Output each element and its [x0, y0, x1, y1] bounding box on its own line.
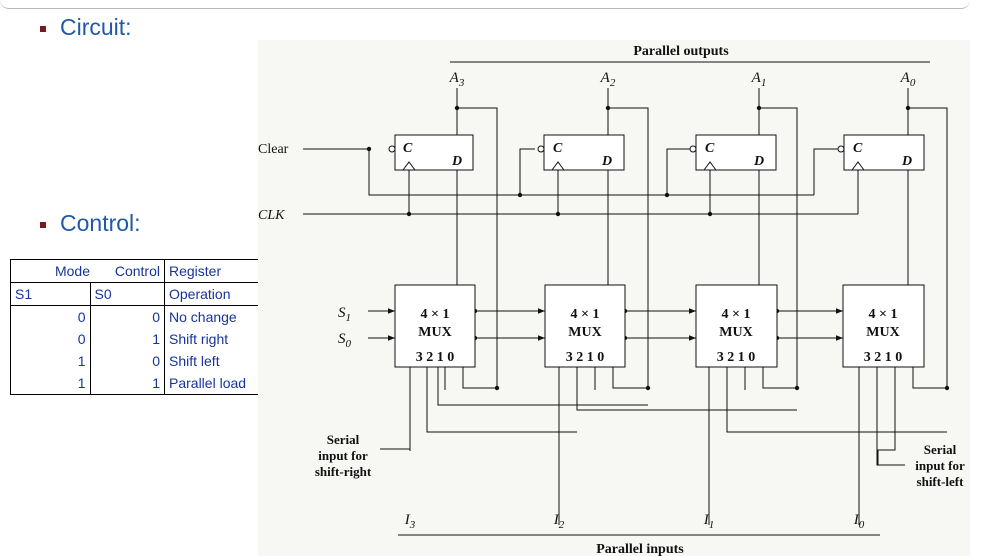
output-a3-label: A3 [449, 70, 465, 89]
serial-right-label: Serial input for shift-right [315, 432, 372, 479]
ff-c-label: C [705, 141, 715, 156]
serial-left-label: Serial input for shift-left [915, 442, 965, 489]
mux-pins-label: 3 2 1 0 [864, 350, 903, 365]
mux-pins-label: 3 2 1 0 [416, 350, 455, 365]
output-a2-label: A2 [600, 70, 616, 89]
serial-right-line2: input for [318, 448, 368, 463]
mux-label: MUX [719, 325, 752, 340]
row-operation: No change [164, 305, 289, 328]
clear-label: Clear [258, 142, 289, 157]
mux-pins-label: 3 2 1 0 [717, 350, 756, 365]
s1-label: S1 [338, 305, 351, 324]
table-row: 1 0 Shift left [10, 350, 289, 372]
signal-arrows [368, 308, 843, 341]
ff-c-label: C [403, 141, 413, 156]
mux-pins-label: 3 2 1 0 [566, 350, 605, 365]
row-operation: Shift left [164, 350, 289, 372]
input-i0-label: I0 [853, 512, 865, 531]
ff-c-label: C [553, 141, 563, 156]
row-s1: 1 [10, 350, 91, 372]
control-table: Mode Control Register S1 S0 Operation 0 … [10, 259, 289, 395]
s0-label: S0 [338, 331, 352, 350]
bullet-icon [40, 222, 46, 228]
serial-right-line1: Serial [327, 432, 360, 447]
parallel-outputs-label: Parallel outputs [633, 44, 729, 59]
ff-d-label: D [451, 154, 462, 169]
mux-size-label: 4 × 1 [421, 307, 450, 322]
clk-label: CLK [258, 208, 285, 223]
parallel-inputs-label: Parallel inputs [596, 542, 684, 556]
header-s1: S1 [10, 282, 91, 306]
input-i2-label: I2 [553, 512, 565, 531]
serial-left-line1: Serial [924, 442, 957, 457]
ff-d-label: D [601, 154, 612, 169]
mux-size-label: 4 × 1 [571, 307, 600, 322]
serial-left-line3: shift-left [917, 474, 965, 489]
output-a0-label: A0 [900, 70, 916, 89]
header-register: Register [164, 259, 289, 283]
junction-dots [366, 105, 950, 391]
row-s1: 0 [10, 305, 91, 328]
row-s1: 1 [10, 372, 91, 395]
input-i1-label: I1 [703, 512, 715, 531]
flip-flop-0: C D [837, 134, 925, 171]
header-control: Control [90, 259, 165, 283]
flip-flop-3: C D [388, 134, 474, 171]
bullet-icon [40, 26, 46, 32]
table-row: 0 1 Shift right [10, 328, 289, 350]
mux-label: MUX [866, 325, 899, 340]
table-header-row: Mode Control Register [10, 259, 289, 283]
row-s1: 0 [10, 328, 91, 350]
flip-flop-1: C D [689, 134, 777, 171]
serial-right-line3: shift-right [315, 464, 372, 479]
table-row: 1 1 Parallel load [10, 372, 289, 395]
header-mode: Mode [10, 259, 90, 283]
mux-3: 4 × 1 MUX 3 2 1 0 [394, 284, 476, 368]
circuit-heading: Circuit: [60, 14, 132, 40]
mux-1: 4 × 1 MUX 3 2 1 0 [695, 284, 778, 368]
wiring [303, 88, 948, 536]
header-rule [0, 0, 970, 9]
table-row: 0 0 No change [10, 305, 289, 328]
mux-label: MUX [418, 325, 451, 340]
ff-c-label: C [853, 141, 863, 156]
input-i3-label: I3 [404, 512, 416, 531]
control-heading: Control: [60, 210, 141, 236]
mux-label: MUX [568, 325, 601, 340]
ff-d-label: D [901, 154, 912, 169]
flip-flop-2: C D [537, 134, 625, 171]
mux-2: 4 × 1 MUX 3 2 1 0 [544, 284, 626, 368]
output-a1-label: A1 [751, 70, 767, 89]
row-operation: Parallel load [164, 372, 289, 395]
mux-size-label: 4 × 1 [869, 307, 898, 322]
mux-0: 4 × 1 MUX 3 2 1 0 [842, 284, 925, 368]
mux-size-label: 4 × 1 [722, 307, 751, 322]
row-operation: Shift right [164, 328, 289, 350]
header-s0: S0 [89, 282, 165, 306]
serial-left-line2: input for [915, 458, 965, 473]
ff-d-label: D [753, 154, 764, 169]
